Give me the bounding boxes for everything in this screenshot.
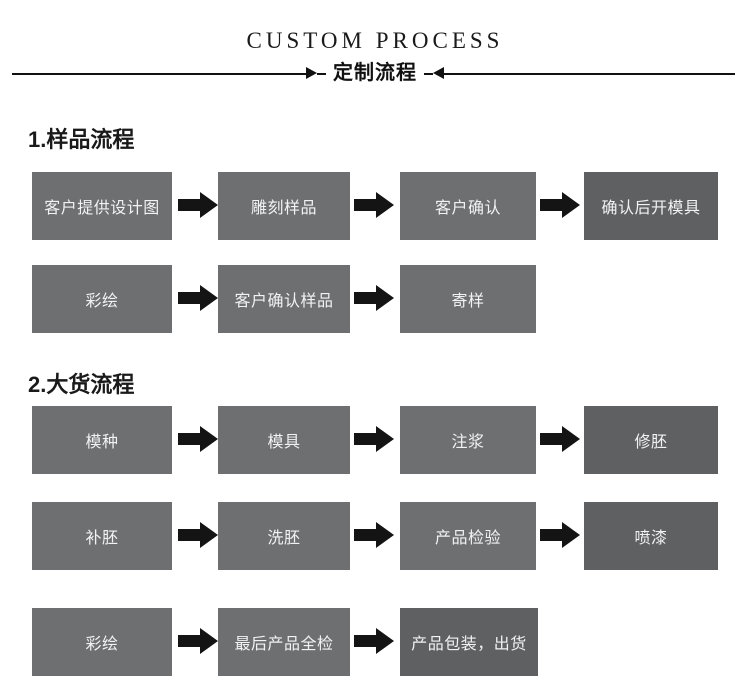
flow-step-box: 模种 [32, 406, 172, 474]
flow-step-box: 雕刻样品 [218, 172, 350, 240]
flow-step-box: 补胚 [32, 502, 172, 570]
arrow-right-icon [178, 190, 218, 220]
arrow-right-icon [178, 520, 218, 550]
section-heading-bulk-process: 2.大货流程 [28, 372, 135, 397]
flow-step-box: 喷漆 [584, 502, 718, 570]
flow-step-box: 彩绘 [32, 265, 172, 333]
arrow-left-icon [433, 67, 444, 79]
flow-step-box: 注浆 [400, 406, 536, 474]
flow-step-box: 彩绘 [32, 608, 172, 676]
arrow-right-icon [178, 424, 218, 454]
flow-step-box: 产品检验 [400, 502, 536, 570]
section-heading-sample-process: 1.样品流程 [28, 127, 135, 152]
header-subtitle-group: 定制流程 [0, 60, 750, 86]
arrow-right-icon [178, 283, 218, 313]
flow-step-box: 寄样 [400, 265, 536, 333]
flow-step-box: 客户确认样品 [218, 265, 350, 333]
flow-step-box: 洗胚 [218, 502, 350, 570]
flow-step-box: 产品包装，出货 [400, 608, 538, 676]
arrow-right-icon [540, 190, 580, 220]
arrow-right-icon [354, 283, 394, 313]
arrow-right-icon [540, 520, 580, 550]
arrow-right-icon [178, 626, 218, 656]
arrow-right-icon [306, 67, 317, 79]
flow-step-box: 最后产品全检 [218, 608, 350, 676]
page-title-chinese: 定制流程 [326, 60, 424, 86]
flow-step-box: 客户确认 [400, 172, 536, 240]
flow-step-box: 客户提供设计图 [32, 172, 172, 240]
flow-step-box: 确认后开模具 [584, 172, 718, 240]
arrow-right-icon [354, 424, 394, 454]
flow-step-box: 模具 [218, 406, 350, 474]
arrow-right-icon [540, 424, 580, 454]
arrow-right-icon [354, 626, 394, 656]
page-title-english: CUSTOM PROCESS [246, 28, 504, 53]
flow-step-box: 修胚 [584, 406, 718, 474]
arrow-right-icon [354, 520, 394, 550]
page-header: CUSTOM PROCESS 定制流程 [0, 0, 750, 100]
arrow-right-icon [354, 190, 394, 220]
